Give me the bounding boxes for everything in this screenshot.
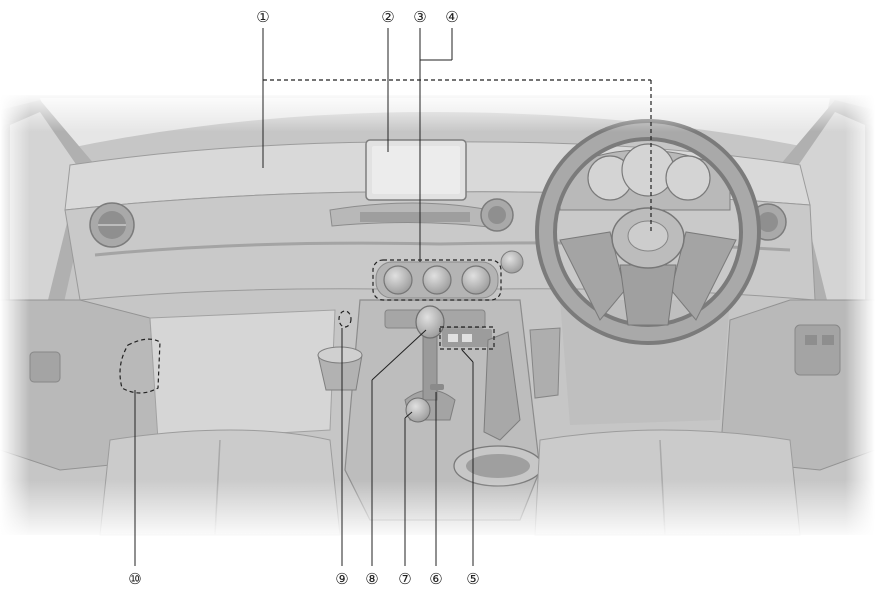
callout-1: ①	[256, 8, 269, 26]
highlight-climate-controls	[372, 259, 502, 301]
callout-9: ⑨	[335, 570, 348, 588]
callout-6: ⑥	[429, 570, 442, 588]
callout-4: ④	[445, 8, 458, 26]
passenger-footwell	[149, 309, 336, 441]
interior-illustration	[0, 92, 875, 542]
shift-lever	[404, 305, 456, 421]
callout-8: ⑧	[365, 570, 378, 588]
highlight-small-item	[338, 310, 352, 328]
callouts: ① ② ③ ④ ⑤ ⑥ ⑦ ⑧ ⑨ ⑩	[128, 8, 479, 588]
cup-holder-left	[317, 346, 363, 391]
callout-2: ②	[381, 8, 394, 26]
leader-lines	[134, 28, 652, 566]
cup-holder-rear	[453, 445, 543, 487]
callout-5: ⑤	[466, 570, 479, 588]
climate-knobs	[375, 261, 499, 299]
callout-10: ⑩	[128, 570, 141, 588]
highlight-switch-panel	[439, 326, 495, 350]
highlight-regions	[119, 259, 502, 394]
instrument-cluster	[559, 143, 731, 211]
callout-3: ③	[413, 8, 426, 26]
callout-7: ⑦	[398, 570, 411, 588]
parking-brake	[483, 331, 521, 441]
